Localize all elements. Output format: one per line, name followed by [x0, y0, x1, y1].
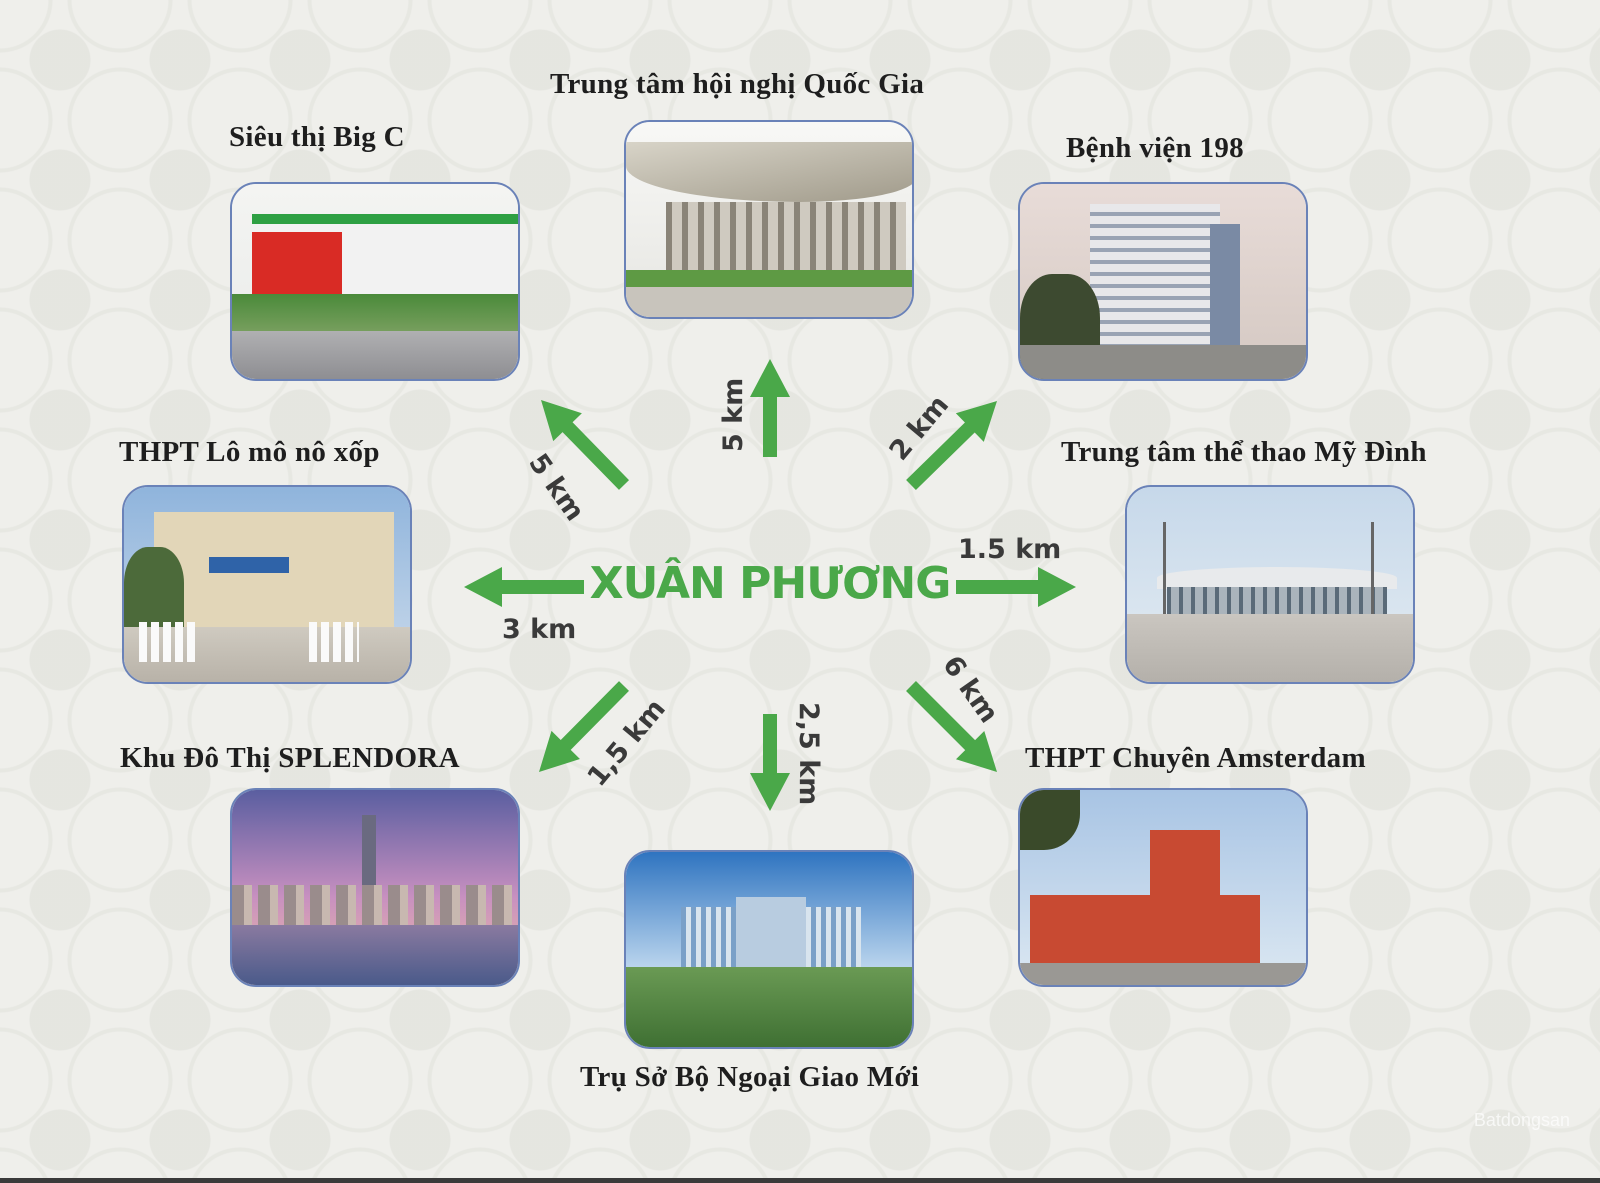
photo-big-c — [230, 182, 520, 381]
arrow-up-icon — [750, 359, 790, 457]
arrow-down-right-icon — [906, 681, 997, 772]
arrow-right-icon — [956, 567, 1076, 607]
distance-convention-center: 5 km — [718, 378, 749, 452]
label-big-c: Siêu thị Big C — [229, 121, 405, 153]
distance-my-dinh: 1.5 km — [958, 534, 1061, 565]
label-my-dinh-stadium: Trung tâm thể thao Mỹ Đình — [1061, 436, 1427, 468]
arrow-left-icon — [464, 567, 584, 607]
distance-big-c: 5 km — [522, 448, 590, 527]
label-lomonosov-school: THPT Lô mô nô xốp — [119, 436, 380, 468]
arrow-up-right-icon — [906, 401, 997, 491]
photo-national-convention-center — [624, 120, 914, 319]
photo-lomonosov-school — [122, 485, 412, 684]
photo-my-dinh-stadium — [1125, 485, 1415, 684]
center-title: XUÂN PHƯƠNG — [589, 558, 952, 609]
arrow-up-left-icon — [541, 400, 630, 490]
distance-lomonosov: 3 km — [502, 614, 576, 645]
photo-amsterdam-school — [1018, 788, 1308, 987]
label-foreign-ministry: Trụ Sở Bộ Ngoại Giao Mới — [580, 1061, 920, 1093]
distance-foreign-ministry: 2,5 km — [793, 702, 824, 805]
arrow-down-icon — [750, 714, 790, 811]
label-splendora: Khu Đô Thị SPLENDORA — [120, 742, 460, 774]
photo-splendora — [230, 788, 520, 987]
bottom-bar — [0, 1178, 1600, 1183]
label-hospital-198: Bệnh viện 198 — [1066, 132, 1244, 164]
photo-foreign-ministry — [624, 850, 914, 1049]
label-amsterdam-school: THPT Chuyên Amsterdam — [1025, 742, 1366, 774]
arrow-down-left-icon — [539, 681, 629, 772]
label-national-convention-center: Trung tâm hội nghị Quốc Gia — [550, 68, 925, 100]
watermark: Batdongsan — [1473, 1110, 1570, 1130]
photo-hospital-198 — [1018, 182, 1308, 381]
